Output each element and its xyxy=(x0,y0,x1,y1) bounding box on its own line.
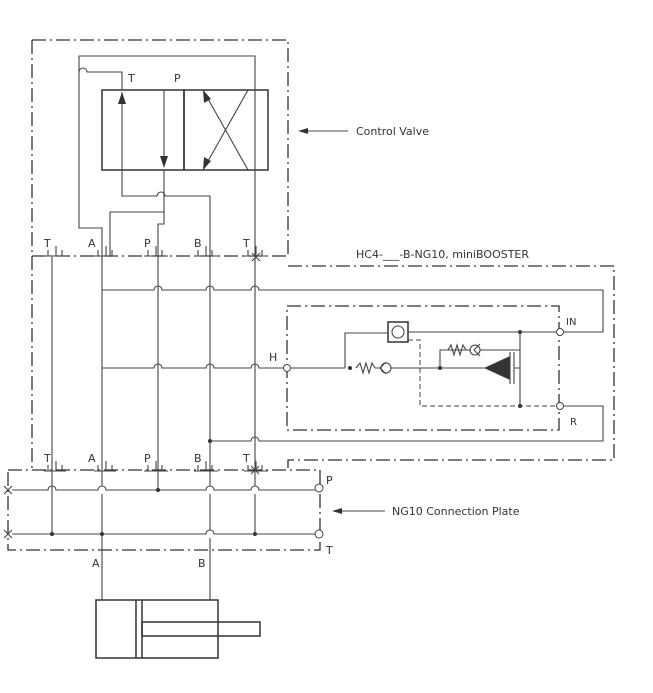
r-port xyxy=(556,402,564,410)
booster-enclosure xyxy=(287,265,615,470)
lower-port-a: A xyxy=(88,452,96,465)
plate-p-rail xyxy=(12,485,316,491)
upper-port-t2: T xyxy=(242,237,250,250)
valve-t-line-top xyxy=(78,55,256,257)
booster-title: HC4-___-B-NG10, miniBOOSTER xyxy=(356,248,529,261)
cylinder-a-label: A xyxy=(92,557,100,570)
in-check-spring xyxy=(447,343,467,357)
control-valve-leader-arrow xyxy=(298,128,308,134)
plate-verticals xyxy=(51,470,256,600)
h-check-spring xyxy=(355,361,380,375)
cylinder-b-label: B xyxy=(198,557,206,570)
r-label: R xyxy=(570,417,577,428)
lower-port-t2: T xyxy=(242,452,250,465)
in-junction-dot xyxy=(518,330,522,334)
plate-cross-top xyxy=(3,485,13,495)
booster-h-internal xyxy=(291,332,388,369)
lower-port-t1: T xyxy=(43,452,51,465)
valve-t-label: T xyxy=(127,72,135,85)
valve-a-line xyxy=(121,170,211,257)
valve-cross-arrow-2 xyxy=(202,89,249,171)
connection-plate xyxy=(7,469,321,551)
booster-in-line xyxy=(102,285,604,333)
intensifier-triangle xyxy=(484,356,510,380)
h-port xyxy=(283,364,291,372)
upper-port-t1: T xyxy=(43,237,51,250)
in-check-out xyxy=(480,332,521,351)
cylinder-rod xyxy=(141,621,261,637)
in-check-seat xyxy=(473,343,481,357)
pilot-dashed-line xyxy=(408,339,556,407)
upper-port-p: P xyxy=(144,237,151,250)
valve-left-box xyxy=(101,89,185,171)
in-check-line xyxy=(439,349,470,368)
valve-cross-arrow-1-head xyxy=(203,90,211,103)
cylinder-piston xyxy=(135,600,143,658)
plate-t-label: T xyxy=(325,544,333,557)
in-port xyxy=(556,328,564,336)
control-valve-label: Control Valve xyxy=(356,125,429,138)
valve-right-box xyxy=(183,89,269,171)
plate-cross-bottom xyxy=(3,529,13,539)
plate-t-rail xyxy=(12,529,316,535)
pilot-check-circle xyxy=(391,325,405,339)
control-valve-enclosure xyxy=(31,39,289,470)
cylinder-body xyxy=(95,599,219,659)
upper-port-seals xyxy=(44,246,268,257)
valve-p-line xyxy=(109,170,165,257)
plate-p-port xyxy=(314,483,324,493)
in-check-ball xyxy=(469,344,481,356)
intensifier-lines xyxy=(509,350,521,406)
valve-t-line-a xyxy=(78,72,103,257)
valve-p-label: P xyxy=(174,72,181,85)
valve-arrow-down-head xyxy=(160,156,168,168)
h-check-ball xyxy=(380,362,392,374)
lower-port-b: B xyxy=(194,452,202,465)
r-junction-dot xyxy=(518,404,522,408)
upper-ports: T A P B T xyxy=(43,237,250,250)
in-label: IN xyxy=(566,317,576,328)
lower-port-p: P xyxy=(144,452,151,465)
connection-plate-label: NG10 Connection Plate xyxy=(392,505,520,518)
plate-p-label: P xyxy=(326,474,333,487)
h-label: H xyxy=(269,351,277,364)
through-lines xyxy=(101,257,256,470)
booster-h-line xyxy=(102,363,287,369)
booster-r-line xyxy=(210,405,604,442)
plate-junction-dots xyxy=(50,439,257,536)
upper-port-b: B xyxy=(194,237,202,250)
lower-ports: T A P B T xyxy=(43,452,250,465)
upper-port-a: A xyxy=(88,237,96,250)
upper-t-cross xyxy=(251,252,261,262)
valve-cross-arrow-2-head xyxy=(203,157,211,170)
plate-t-port xyxy=(314,529,324,539)
pilot-block xyxy=(387,321,409,343)
valve-arrow-up-head xyxy=(118,92,126,104)
connection-plate-leader-arrow xyxy=(332,508,342,514)
h-junction-dot xyxy=(348,366,352,370)
